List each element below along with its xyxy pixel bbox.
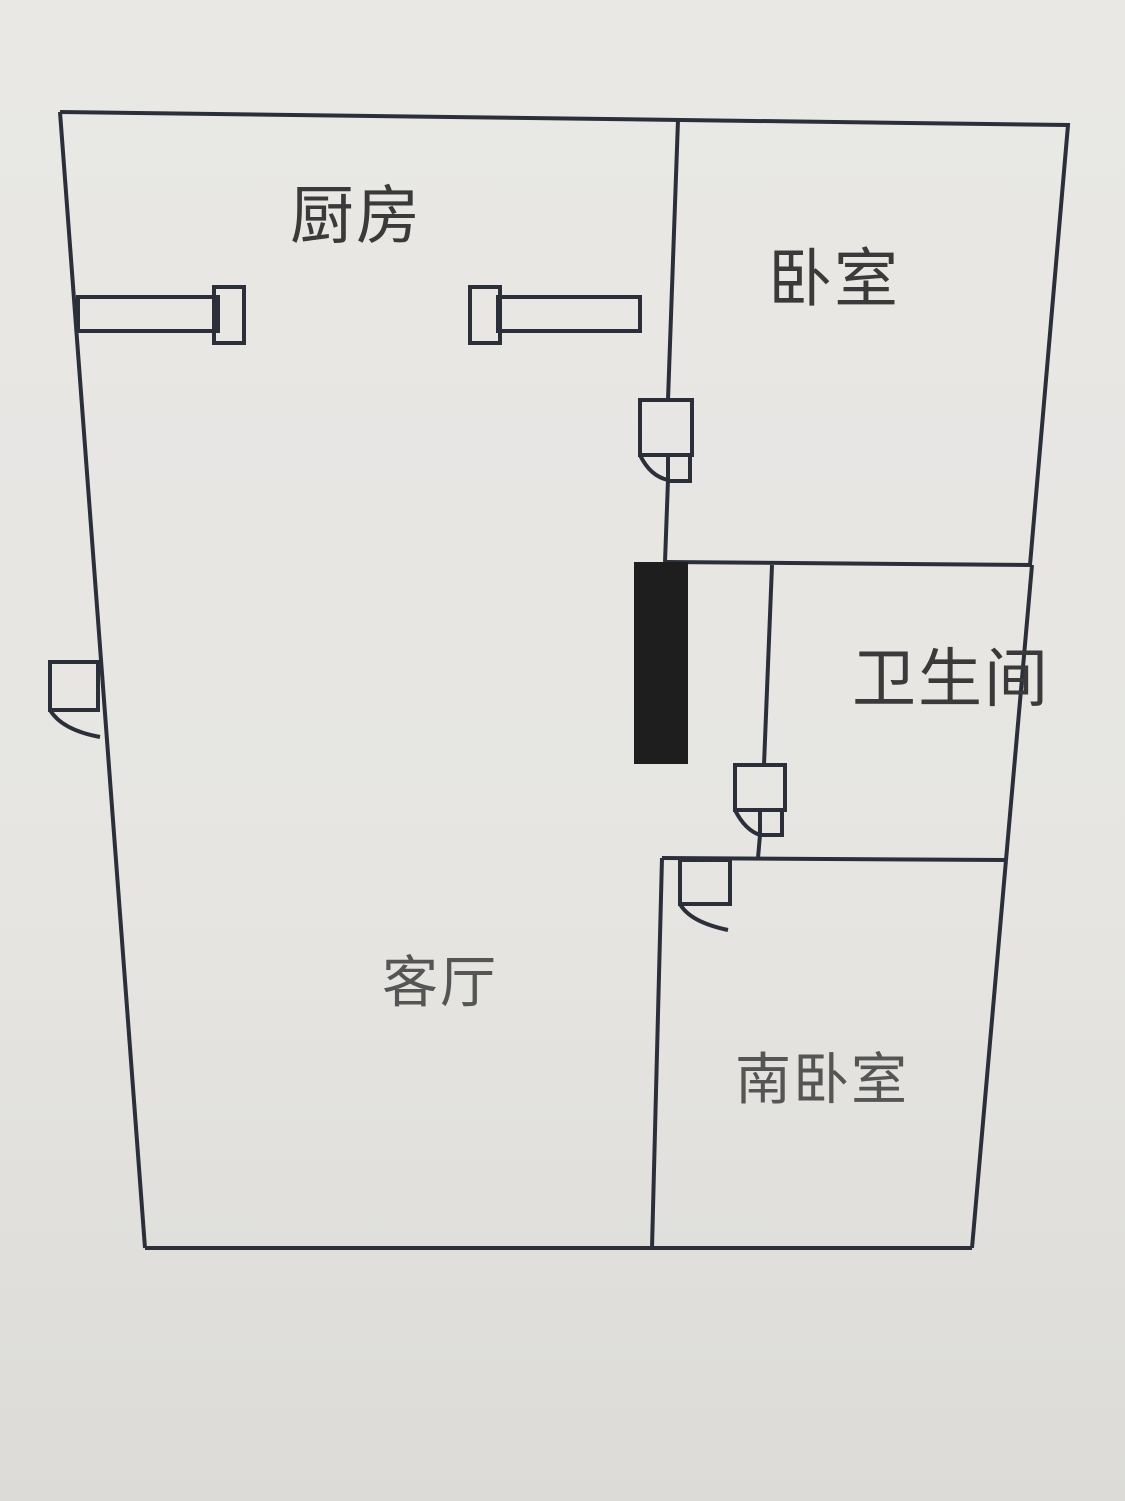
- bedroom-bath-wall: [664, 560, 1033, 567]
- kitchen-counter-left-end: [212, 285, 246, 345]
- south-bedroom-right-wall: [970, 859, 1008, 1249]
- room-label-bedroom: 卧室: [768, 243, 900, 317]
- south-bedroom-left-wall: [650, 857, 664, 1249]
- room-label-living: 客厅: [382, 951, 498, 1016]
- kitchen-counter-right-end: [468, 285, 502, 345]
- door-south-bedroom: [678, 858, 732, 932]
- outer-wall: [59, 110, 1071, 566]
- room-label-bathroom: 卫生间: [852, 643, 1050, 717]
- door-bedroom: [638, 398, 694, 483]
- kitchen-bedroom-wall: [666, 119, 680, 401]
- bath-left-wall: [762, 564, 774, 766]
- kitchen-counter-right: [496, 295, 642, 333]
- pillar: [634, 562, 688, 764]
- bath-right-wall: [1004, 564, 1034, 861]
- kitchen-counter-left: [76, 295, 220, 333]
- left-wall: [58, 111, 147, 1249]
- door-bathroom: [733, 763, 787, 837]
- door-entrance: [48, 660, 101, 739]
- room-label-kitchen: 厨房: [290, 180, 422, 254]
- room-label-south-bedroom: 南卧室: [735, 1048, 909, 1113]
